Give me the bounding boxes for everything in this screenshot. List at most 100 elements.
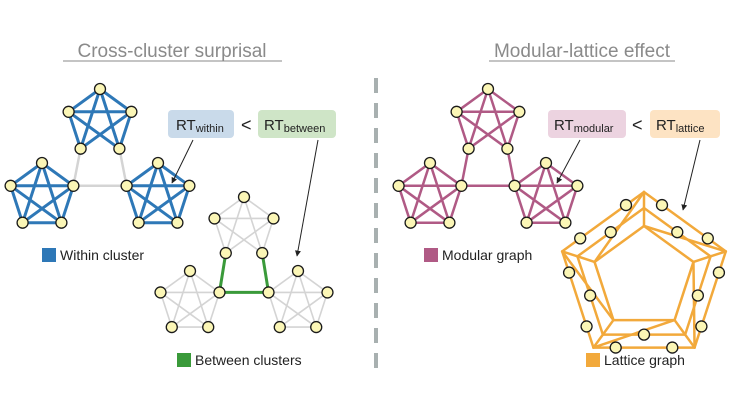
lattice-edge (692, 255, 712, 264)
graph-node (701, 232, 714, 245)
within-cluster-edge (156, 161, 179, 225)
within-cluster-edge (513, 184, 528, 224)
within-cluster-edge (125, 184, 141, 225)
comparator-left: < (241, 115, 252, 135)
right-panel-title: Modular-lattice effect (494, 41, 671, 62)
graph-node (67, 179, 80, 192)
lattice-edge (560, 250, 579, 258)
graph-node (637, 328, 651, 341)
graph-node (450, 105, 463, 118)
lattice-edge (592, 318, 676, 349)
lattice-edge (673, 318, 687, 336)
within-cluster-edge (409, 161, 432, 224)
arrow-lattice (681, 139, 701, 211)
graph-node (443, 216, 456, 229)
within-cluster-edge (21, 184, 75, 225)
graph-node (183, 264, 197, 278)
rt-modular-badge: RTmodular (548, 110, 626, 138)
graph-node (273, 320, 286, 334)
graph-node (219, 246, 232, 260)
between-cluster-edge (72, 147, 82, 188)
graph-node (481, 82, 495, 96)
graph-node (695, 320, 708, 333)
between-cluster-edge (506, 147, 516, 188)
within-cluster-edge (224, 196, 245, 254)
legend-modular-swatch (424, 248, 438, 262)
within-cluster-edge (98, 87, 133, 114)
graph-node (508, 179, 521, 192)
graph-node (404, 216, 417, 229)
graph-node (691, 289, 705, 302)
graph-node (165, 320, 178, 334)
lattice-edge (642, 224, 695, 264)
within-cluster-edge (9, 184, 25, 225)
within-cluster-edge (486, 87, 509, 150)
within-cluster-edge (397, 161, 432, 188)
graph-node (132, 216, 145, 229)
graph-node (151, 156, 165, 170)
svg-text:RTbetween: RTbetween (264, 117, 325, 135)
within-cluster-edge (67, 87, 102, 114)
graph-node (93, 82, 107, 96)
lattice-edge (601, 318, 615, 336)
graph-node (712, 266, 726, 279)
within-cluster-edge (159, 291, 210, 328)
graph-node (321, 286, 334, 299)
graph-node (609, 341, 622, 354)
within-cluster-edge (409, 184, 463, 224)
lattice-edge (673, 260, 695, 322)
rt-within-badge: RTwithin (168, 110, 234, 138)
within-cluster-edge (243, 196, 264, 254)
within-cluster-edge (67, 110, 121, 151)
graph-node (291, 264, 305, 278)
lattice-edge (593, 224, 646, 264)
lattice-edge (593, 260, 615, 322)
within-cluster-edge (513, 184, 567, 224)
within-cluster-edge (224, 217, 275, 254)
within-cluster-edge (428, 161, 463, 188)
within-cluster-edge (486, 87, 521, 114)
graph-node (574, 232, 587, 245)
within-cluster-edge (525, 184, 579, 224)
within-cluster-edge (397, 184, 412, 224)
graph-node (539, 156, 553, 170)
graph-node (580, 320, 593, 333)
graph-node (619, 198, 633, 212)
left-panel-title: Cross-cluster surprisal (78, 41, 267, 62)
graph-node (671, 226, 684, 239)
graph-node (74, 142, 87, 155)
lattice-edge (592, 333, 605, 349)
within-cluster-edge (40, 161, 63, 225)
between-cluster-edge (118, 147, 128, 188)
graph-node (520, 216, 533, 229)
graph-node (62, 105, 75, 118)
graph-node (154, 286, 167, 299)
within-cluster-edge (79, 87, 102, 151)
within-cluster-edge (9, 184, 63, 225)
lattice-edge (560, 190, 646, 253)
within-cluster-edge (9, 161, 44, 188)
rt-lattice-badge: RTlattice (650, 110, 720, 138)
lattice-edge (709, 250, 728, 258)
graph-node (513, 105, 526, 118)
within-cluster-edge (170, 270, 191, 328)
within-cluster-edge (428, 161, 451, 224)
svg-text:RTwithin: RTwithin (176, 117, 224, 135)
graph-node (35, 156, 49, 170)
lattice-edge (692, 260, 696, 349)
legend-modular-label: Modular graph (442, 247, 532, 263)
within-cluster-edge (544, 161, 567, 224)
graph-node (183, 179, 196, 192)
within-cluster-edge (117, 110, 133, 151)
graph-node (256, 246, 269, 260)
arrow-between (295, 139, 319, 257)
within-cluster-edge (564, 184, 579, 224)
graph-node (125, 105, 138, 118)
graph-node (604, 226, 617, 239)
graph-node (55, 216, 68, 229)
within-cluster-edge (137, 184, 191, 225)
graph-node (571, 179, 584, 192)
graph-node (213, 286, 226, 299)
graph-node (16, 216, 29, 229)
within-cluster-edge (525, 161, 548, 224)
